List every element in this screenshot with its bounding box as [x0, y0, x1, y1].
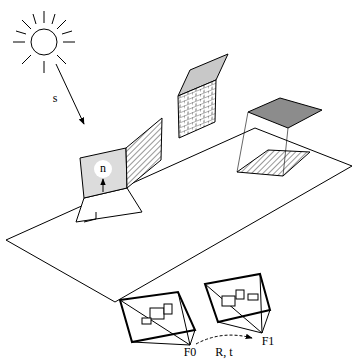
- motion-label: R, t: [215, 346, 232, 359]
- sun-rays: [13, 11, 75, 73]
- light-direction-arrow: [56, 64, 84, 124]
- camera-frame: [120, 292, 195, 345]
- hatched-panel: [126, 118, 162, 188]
- edge-line: [237, 112, 248, 172]
- frame-label: F1: [262, 335, 275, 348]
- dark-panel: [248, 98, 322, 128]
- hatched-shadow: [237, 150, 310, 176]
- edge-line: [283, 128, 288, 176]
- normal-label: n: [100, 162, 106, 175]
- frame-label: F0: [184, 346, 197, 359]
- camera-frame: [205, 274, 270, 333]
- highlight: [94, 160, 112, 178]
- brick-panel: [178, 80, 216, 138]
- sun: [31, 29, 57, 55]
- light-label: s: [53, 92, 58, 105]
- ground-plane: [6, 128, 352, 302]
- shaded-panel: [80, 148, 127, 198]
- normal-arrow: [103, 179, 104, 192]
- motion-arrow: [196, 335, 252, 344]
- corner-mark: [84, 212, 96, 222]
